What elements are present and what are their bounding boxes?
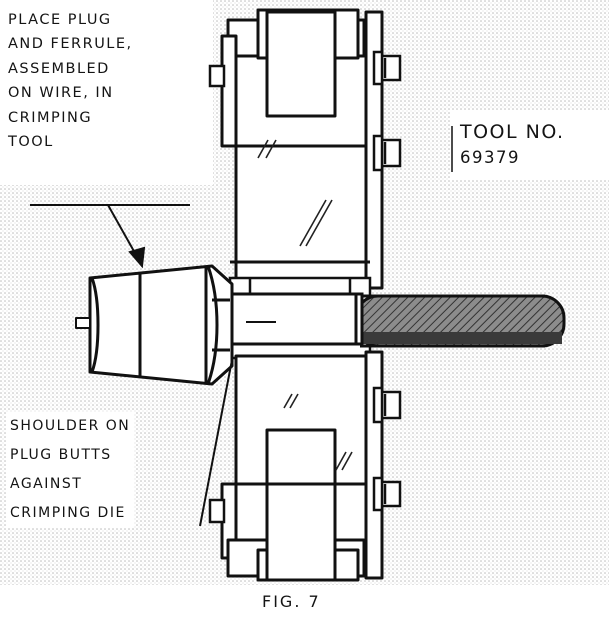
bottom-leader-line (199, 359, 233, 527)
callout-line: PLUG BUTTS (10, 447, 112, 463)
plug-placement-callout: PLACE PLUG AND FERRULE, ASSEMBLED ON WIR… (8, 8, 133, 154)
lower-die-block (220, 350, 384, 582)
lower-side-bolts (208, 386, 402, 524)
top-leader-line (30, 204, 190, 269)
tool-number-label: TOOL NO. 69379 (460, 119, 565, 171)
upper-side-bolts (208, 50, 402, 172)
upper-die-block (220, 8, 384, 290)
shoulder-callout: SHOULDER ON PLUG BUTTS AGAINST CRIMPING … (6, 412, 135, 528)
upper-glass-reflections (257, 139, 333, 247)
callout-line: AND FERRULE, (8, 36, 133, 53)
top-callout-clear-area (0, 0, 213, 185)
callout-line: PLACE PLUG (8, 12, 112, 28)
callout-line: TOOL (8, 134, 54, 151)
callout-line: CRIMPING DIE (10, 505, 126, 521)
lower-glass-reflections (283, 393, 353, 471)
figure-caption: FIG. 7 (262, 592, 321, 611)
callout-line: AGAINST (10, 476, 83, 492)
tool-label-title: TOOL NO. (460, 121, 565, 143)
hex-nut-ferrule (75, 264, 234, 386)
callout-line: ASSEMBLED (8, 60, 110, 77)
wire-cable (354, 294, 566, 348)
callout-line: ON WIRE, IN (8, 85, 114, 102)
callout-line: SHOULDER ON (10, 418, 131, 434)
callout-line: CRIMPING (8, 109, 93, 126)
plug-body (228, 292, 364, 346)
tool-number: 69379 (460, 148, 520, 167)
tool-label-clear-area (450, 110, 609, 180)
